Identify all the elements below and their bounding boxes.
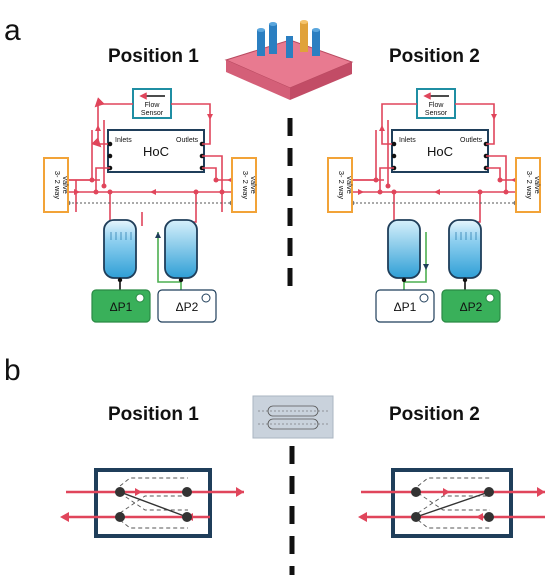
reservoir-2 bbox=[164, 219, 198, 279]
flow-sensor-label-1: Flow bbox=[145, 102, 161, 109]
reservoir-1 bbox=[103, 219, 137, 279]
valve-left-label-2: valve bbox=[61, 176, 70, 194]
device-3d-render bbox=[224, 20, 354, 100]
position-2-title: Position 2 bbox=[389, 46, 480, 67]
valve-left-2 bbox=[327, 157, 353, 213]
dp2-label-b: ΔP2 bbox=[460, 300, 483, 314]
outlets-label-2: Outlets bbox=[460, 137, 483, 144]
dp1-label-b: ΔP1 bbox=[394, 300, 417, 314]
flow-sensor-label-1b: Flow bbox=[429, 102, 445, 109]
flow-sensor-label-2b: Sensor bbox=[425, 110, 448, 117]
circuit-position-2: Position 2 Flow Sensor Inlets Outlets Ho… bbox=[327, 46, 542, 323]
outlets-label: Outlets bbox=[176, 137, 199, 144]
valve-right-label-1b: 3- 2 way bbox=[525, 171, 534, 200]
panel-a-letter: a bbox=[4, 14, 21, 47]
inlets-label: Inlets bbox=[115, 137, 132, 144]
valve-right-label-2: valve bbox=[249, 176, 258, 194]
position-1-title: Position 1 bbox=[108, 46, 199, 67]
hoc-label: HoC bbox=[143, 144, 169, 159]
flow-sensor-label-2: Sensor bbox=[141, 110, 164, 117]
dp2-label: ΔP2 bbox=[176, 300, 199, 314]
chip-schematic-position-1 bbox=[60, 468, 244, 538]
panel-b-position-2-title: Position 2 bbox=[389, 404, 480, 425]
chip-schematic-position-2 bbox=[358, 468, 545, 538]
dp1-label: ΔP1 bbox=[110, 300, 133, 314]
panel-b-position-1-title: Position 1 bbox=[108, 404, 199, 425]
valve-right-label-2b: valve bbox=[533, 176, 542, 194]
panel-b-letter: b bbox=[4, 354, 21, 387]
hoc-chip-box-2 bbox=[391, 129, 489, 173]
valve-left-label-1: 3- 2 way bbox=[53, 171, 62, 200]
valve-left bbox=[43, 157, 69, 213]
valve-right-2 bbox=[515, 157, 541, 213]
hoc-chip-box bbox=[107, 129, 205, 173]
reservoir-1b bbox=[387, 219, 421, 279]
valve-right-label-1: 3- 2 way bbox=[241, 171, 250, 200]
circuit-position-1: Position 1 Flow Sensor Inlets Outlets Ho… bbox=[43, 46, 258, 323]
hoc-label-2: HoC bbox=[427, 144, 453, 159]
chip-thumbnail bbox=[252, 395, 334, 439]
inlets-label-2: Inlets bbox=[399, 137, 416, 144]
valve-left-label-1b: 3- 2 way bbox=[337, 171, 346, 200]
valve-right bbox=[231, 157, 257, 213]
reservoir-2b bbox=[448, 219, 482, 279]
valve-left-label-2b: valve bbox=[345, 176, 354, 194]
